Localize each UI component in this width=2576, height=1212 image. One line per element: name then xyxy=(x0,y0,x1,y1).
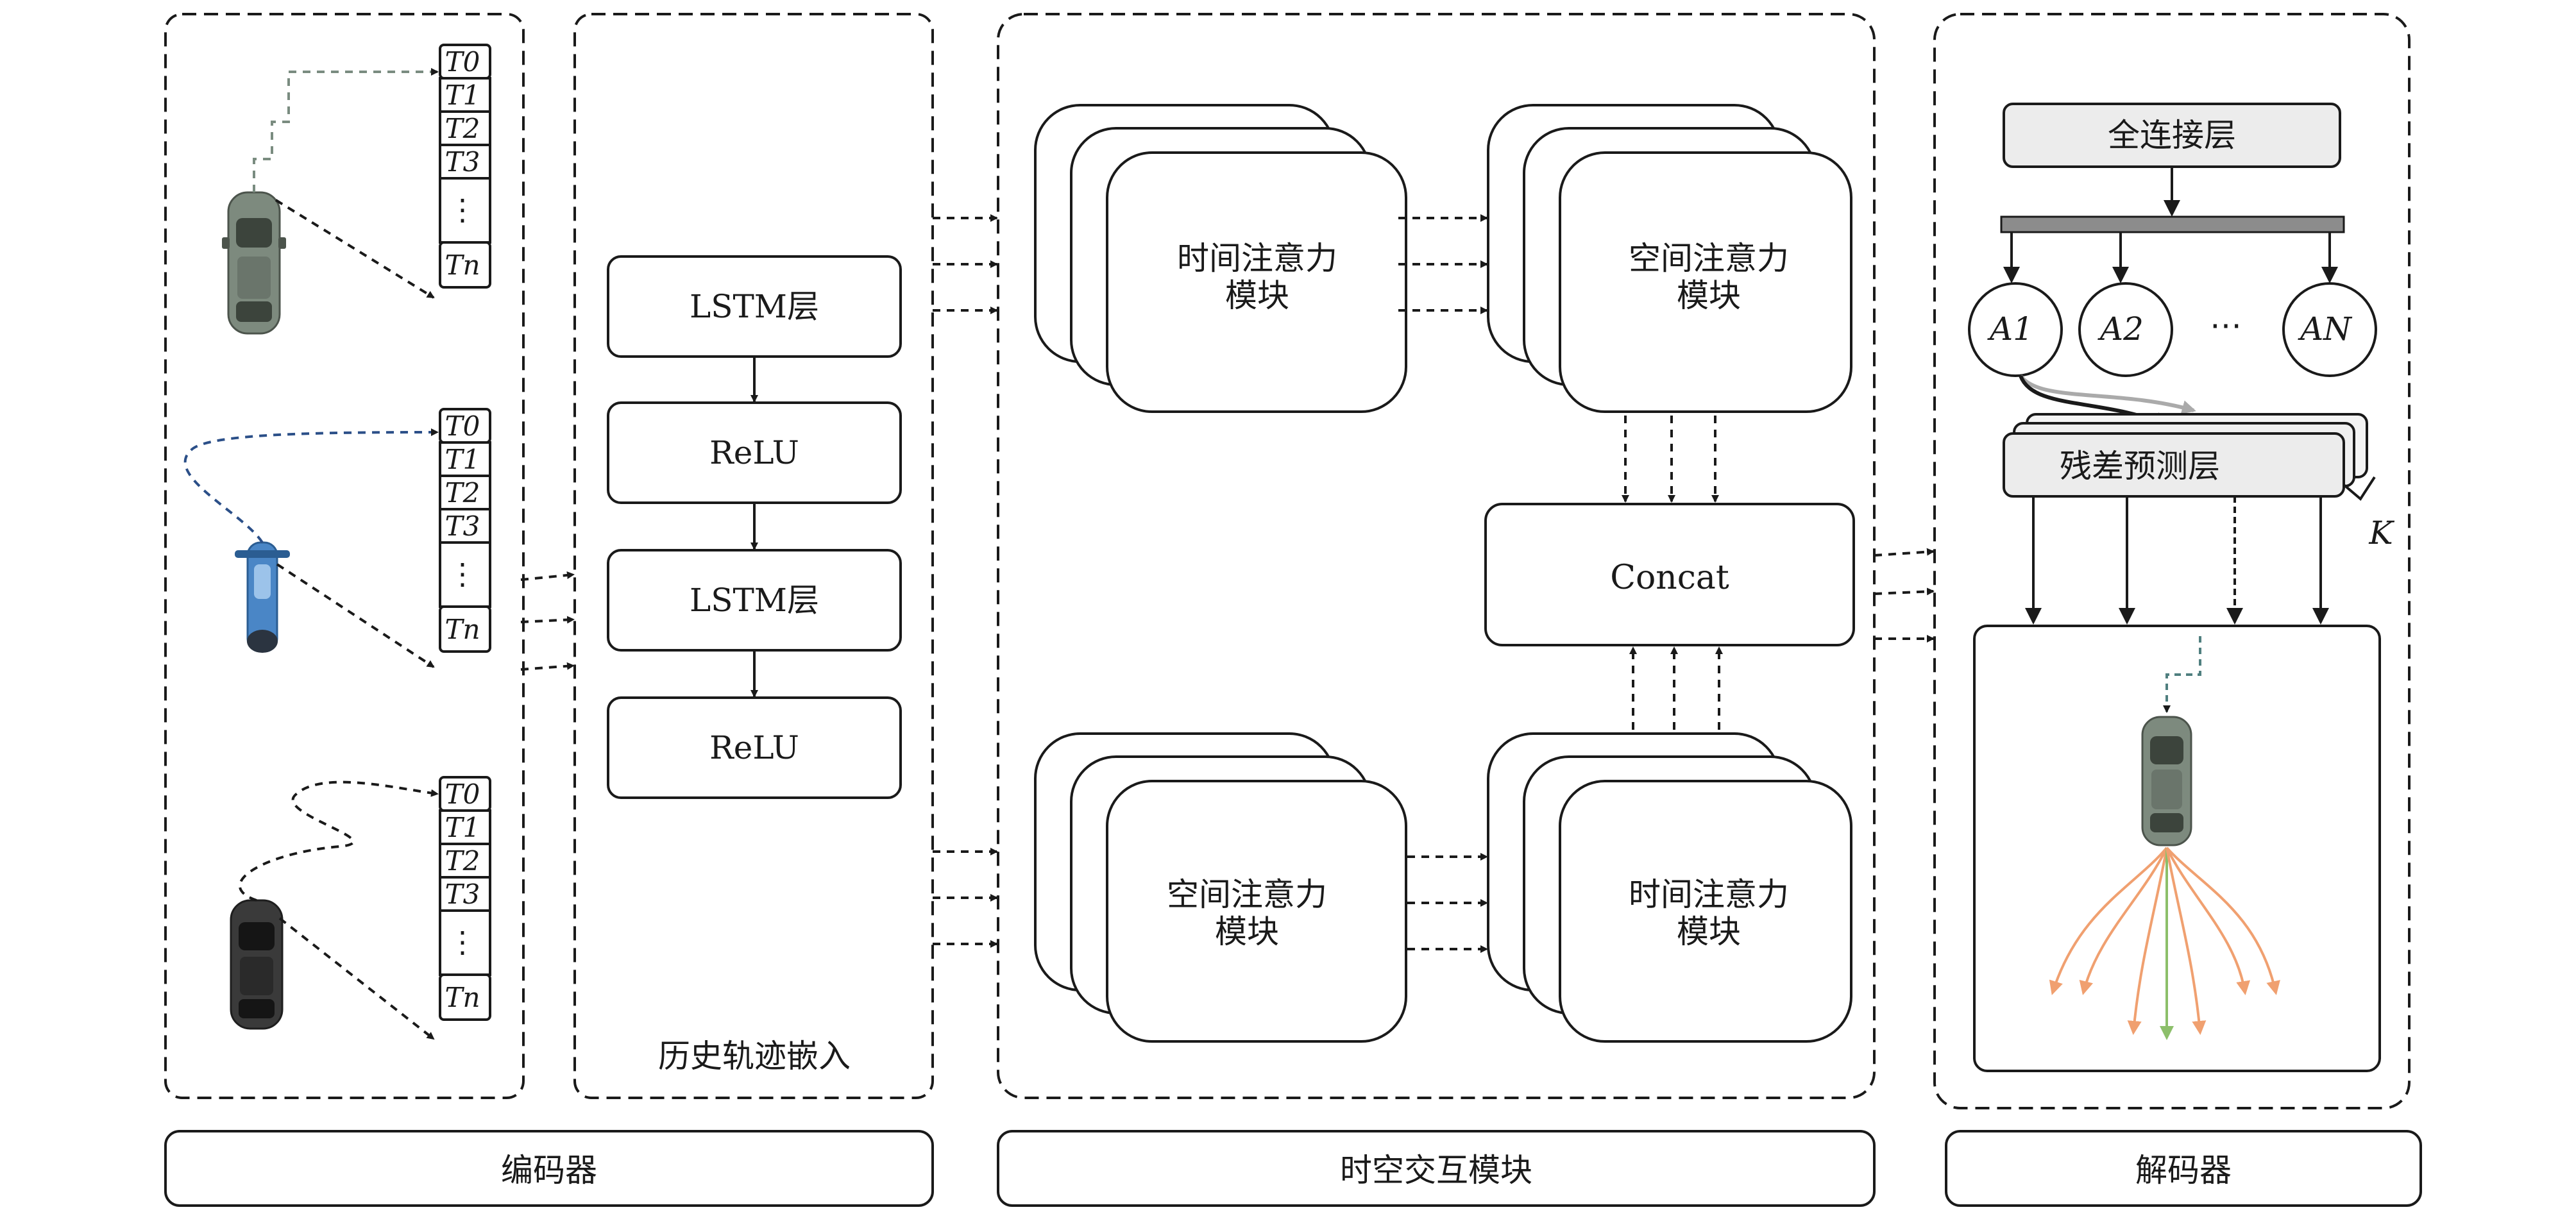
spatial-attention-bottom-line2: 模块 xyxy=(1215,913,1279,950)
timestep-label-1-2: T2 xyxy=(445,477,480,509)
temporal-attention-top-line1: 时间注意力 xyxy=(1177,240,1337,277)
st-dec-arrow-1 xyxy=(1874,548,1935,557)
anchor-an-label: AN xyxy=(2298,310,2353,348)
split-bar xyxy=(2000,215,2345,233)
concat-block xyxy=(1484,503,1855,646)
timestep-label-2-1: T1 xyxy=(445,812,480,843)
timestep-cell-1-2 xyxy=(439,475,491,510)
spatial-attention-top-line2: 模块 xyxy=(1677,277,1741,314)
dark-car-predict-path xyxy=(278,917,435,1040)
enc-emb-arrow-1 xyxy=(520,571,575,581)
anchor-a2 xyxy=(2078,282,2173,377)
timestep-label-2-4: ⋮ xyxy=(448,925,477,959)
timestep-label-1-0: T0 xyxy=(445,410,480,442)
timestep-label-2-3: T3 xyxy=(445,879,480,910)
timestep-label-1-3: T3 xyxy=(445,510,480,542)
temporal-attention-bottom-line2: 模块 xyxy=(1677,913,1741,950)
temporal-attention-stack-top xyxy=(1034,104,1407,413)
temporal-attention-stack-bottom xyxy=(1487,732,1852,1043)
timestep-label-1-1: T1 xyxy=(445,444,480,475)
timestep-cell-2-1 xyxy=(439,809,491,845)
encoder-label: 编码器 xyxy=(501,1152,597,1189)
timestep-label-0-2: T2 xyxy=(445,113,480,144)
timestep-label-0-3: T3 xyxy=(445,146,480,178)
timestep-cell-2-2 xyxy=(439,843,491,879)
timestep-label-2-0: T0 xyxy=(445,779,480,810)
grey-car-predict-path xyxy=(275,199,435,299)
prediction-output-panel xyxy=(1973,625,2381,1072)
pred-traj-7 xyxy=(2165,846,2280,995)
residual-layer-stack xyxy=(2003,413,2368,498)
timestep-cell-1-1 xyxy=(439,441,491,477)
lstm-label-2: LSTM层 xyxy=(690,582,819,619)
timestep-cell-0-2 xyxy=(439,110,491,146)
anchor-a2-label: A2 xyxy=(2097,310,2144,348)
relu-block-2 xyxy=(607,696,902,799)
grey-car-history-path xyxy=(253,68,439,192)
enc-emb-arrow-2 xyxy=(520,616,575,624)
encoder-panel xyxy=(164,13,525,1099)
decoder-label-box xyxy=(1945,1130,2422,1207)
pred-traj-2 xyxy=(2079,847,2168,995)
output-car-icon xyxy=(2141,716,2192,846)
pred-traj-6 xyxy=(2165,847,2251,995)
relu-label-1: ReLU xyxy=(709,434,799,471)
relu-label-2: ReLU xyxy=(709,729,799,766)
anchor-an xyxy=(2282,282,2377,377)
motorcycle-icon xyxy=(235,541,290,653)
embedding-caption: 历史轨迹嵌入 xyxy=(658,1038,851,1075)
moto-predict-path xyxy=(276,563,435,668)
encoder-label-box xyxy=(164,1130,934,1207)
dark-car-icon xyxy=(230,899,284,1030)
decoder-label: 解码器 xyxy=(2135,1152,2232,1189)
timestep-cell-0-5 xyxy=(439,241,491,289)
timestep-label-0-0: T0 xyxy=(445,46,480,78)
timestep-label-0-4: ⋮ xyxy=(448,192,477,227)
timestep-label-2-5: Tn xyxy=(445,982,480,1013)
timestep-cell-1-3 xyxy=(439,508,491,544)
lstm-label-1: LSTM层 xyxy=(690,288,819,325)
timestep-label-1-5: Tn xyxy=(445,614,480,645)
temporal-attention-top-line2: 模块 xyxy=(1225,277,1289,314)
timestep-label-0-1: T1 xyxy=(445,80,480,111)
anchor-ellipsis: ⋯ xyxy=(2210,307,2242,344)
embedding-panel xyxy=(573,13,934,1099)
st-module-label: 时空交互模块 xyxy=(1340,1152,1532,1189)
anchor-residual-curve-grey xyxy=(2019,375,2196,414)
spatial-attention-stack-bottom xyxy=(1034,732,1407,1043)
k-brace xyxy=(2343,476,2376,501)
decoder-panel xyxy=(1933,13,2411,1109)
spatial-attention-stack-top xyxy=(1487,104,1852,413)
timestep-cell-1-5 xyxy=(439,605,491,653)
timestep-label-2-2: T2 xyxy=(445,845,480,877)
pred-traj-3 xyxy=(2127,847,2168,1035)
st-module-label-box xyxy=(997,1130,1876,1207)
timestep-cell-0-4 xyxy=(439,177,491,244)
spatial-attention-top-line1: 空间注意力 xyxy=(1629,240,1789,277)
fc-layer-label: 全连接层 xyxy=(2108,117,2236,154)
residual-layer-label: 残差预测层 xyxy=(2060,448,2220,485)
anchor-a1 xyxy=(1968,282,2063,377)
st-module-panel xyxy=(997,13,1876,1099)
temporal-attention-bottom-line1: 时间注意力 xyxy=(1629,876,1789,913)
k-label: K xyxy=(2368,514,2394,551)
anchor-a1-label: A1 xyxy=(1987,310,2033,348)
dark-car-history-path xyxy=(239,780,439,902)
enc-emb-arrow-3 xyxy=(520,662,575,671)
st-dec-arrow-2 xyxy=(1874,587,1935,596)
grey-car-icon xyxy=(222,191,286,335)
pred-traj-5 xyxy=(2165,847,2207,1035)
timestep-label-1-4: ⋮ xyxy=(448,557,477,591)
moto-history-path xyxy=(183,428,439,544)
spatial-attention-bottom-line1: 空间注意力 xyxy=(1167,876,1327,913)
pred-traj-1 xyxy=(2049,846,2168,995)
concat-label: Concat xyxy=(1610,559,1729,597)
timestep-cell-0-1 xyxy=(439,77,491,113)
timestep-cell-2-5 xyxy=(439,973,491,1021)
timestep-label-0-5: Tn xyxy=(445,249,480,281)
